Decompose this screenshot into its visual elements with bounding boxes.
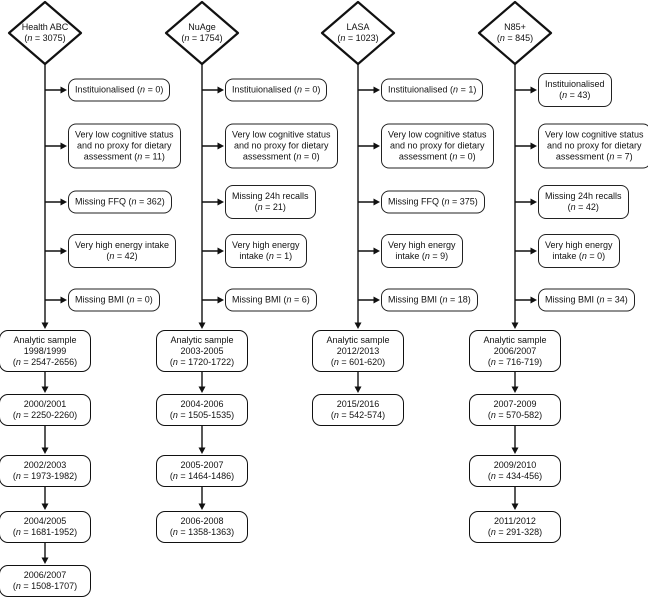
cohort-diamond-label-health-abc: Health ABC(n = 3075) xyxy=(22,22,69,44)
cohort-diamond-label-lasa: LASA(n = 1023) xyxy=(337,22,378,44)
exclusion-box-n85plus-1: Instituionalised(n = 43) xyxy=(538,73,612,107)
followup-box-lasa-1: 2015/2016(n = 542-574) xyxy=(312,394,404,426)
exclusion-box-health-abc-3: Missing FFQ (n = 362) xyxy=(68,190,172,214)
followup-box-nuage-1: 2004-2006(n = 1505-1535) xyxy=(156,394,248,426)
followup-box-health-abc-3: 2004/2005(n = 1681-1952) xyxy=(0,511,91,543)
flow-connectors-n85plus xyxy=(477,0,553,510)
exclusion-box-nuage-3: Missing 24h recalls(n = 21) xyxy=(225,185,316,219)
followup-box-health-abc-4: 2006/2007(n = 1508-1707) xyxy=(0,565,91,597)
exclusion-box-lasa-3: Missing FFQ (n = 375) xyxy=(381,190,485,214)
cohort-name: LASA xyxy=(346,22,370,32)
exclusion-box-lasa-5: Missing BMI (n = 18) xyxy=(381,288,478,312)
flow-connectors-lasa xyxy=(320,0,396,393)
followup-box-nuage-3: 2006-2008(n = 1358-1363) xyxy=(156,511,248,543)
cohort-column-lasa: LASA(n = 1023) Instituionalised (n = 1) Ve… xyxy=(312,0,513,598)
cohort-n: (n = 845) xyxy=(496,33,534,43)
cohort-diamond-label-n85plus: N85+(n = 845) xyxy=(497,22,533,44)
flow-connectors-nuage xyxy=(164,0,240,510)
cohort-n: (n = 1023) xyxy=(337,33,379,43)
cohort-name: Health ABC xyxy=(21,22,69,32)
cohort-column-n85plus: N85+(n = 845) Instituionalised(n = 43) Ver… xyxy=(469,0,648,598)
followup-box-health-abc-1: 2000/2001(n = 2250-2260) xyxy=(0,394,91,426)
followup-box-n85plus-2: 2009/2010(n = 434-456) xyxy=(469,455,561,487)
cohort-name: N85+ xyxy=(504,22,526,32)
followup-box-health-abc-2: 2002/2003(n = 1973-1982) xyxy=(0,455,91,487)
cohort-diamond-label-nuage: NuAge(n = 1754) xyxy=(181,22,222,44)
followup-box-nuage-2: 2005-2007(n = 1464-1486) xyxy=(156,455,248,487)
cohort-n: (n = 1754) xyxy=(181,33,223,43)
cohort-column-health-abc: Health ABC(n = 3075) Instituionalised (n … xyxy=(0,0,200,598)
exclusion-box-nuage-1: Instituionalised (n = 0) xyxy=(225,78,328,102)
cohort-column-nuage: NuAge(n = 1754) Instituionalised (n = 0) V… xyxy=(156,0,357,598)
flow-connectors-health-abc xyxy=(7,0,83,564)
cohort-name: NuAge xyxy=(188,22,216,32)
exclusion-box-n85plus-3: Missing 24h recalls(n = 42) xyxy=(538,185,629,219)
cohort-n: (n = 3075) xyxy=(24,33,66,43)
followup-box-n85plus-1: 2007-2009(n = 570-582) xyxy=(469,394,561,426)
followup-box-n85plus-3: 2011/2012(n = 291-328) xyxy=(469,511,561,543)
exclusion-box-health-abc-4: Very high energy intake(n = 42) xyxy=(68,234,177,268)
exclusion-box-nuage-5: Missing BMI (n = 6) xyxy=(225,288,317,312)
exclusion-box-lasa-1: Instituionalised (n = 1) xyxy=(381,78,484,102)
exclusion-box-health-abc-1: Instituionalised (n = 0) xyxy=(68,78,171,102)
exclusion-box-n85plus-5: Missing BMI (n = 34) xyxy=(538,288,635,312)
exclusion-box-health-abc-5: Missing BMI (n = 0) xyxy=(68,288,160,312)
